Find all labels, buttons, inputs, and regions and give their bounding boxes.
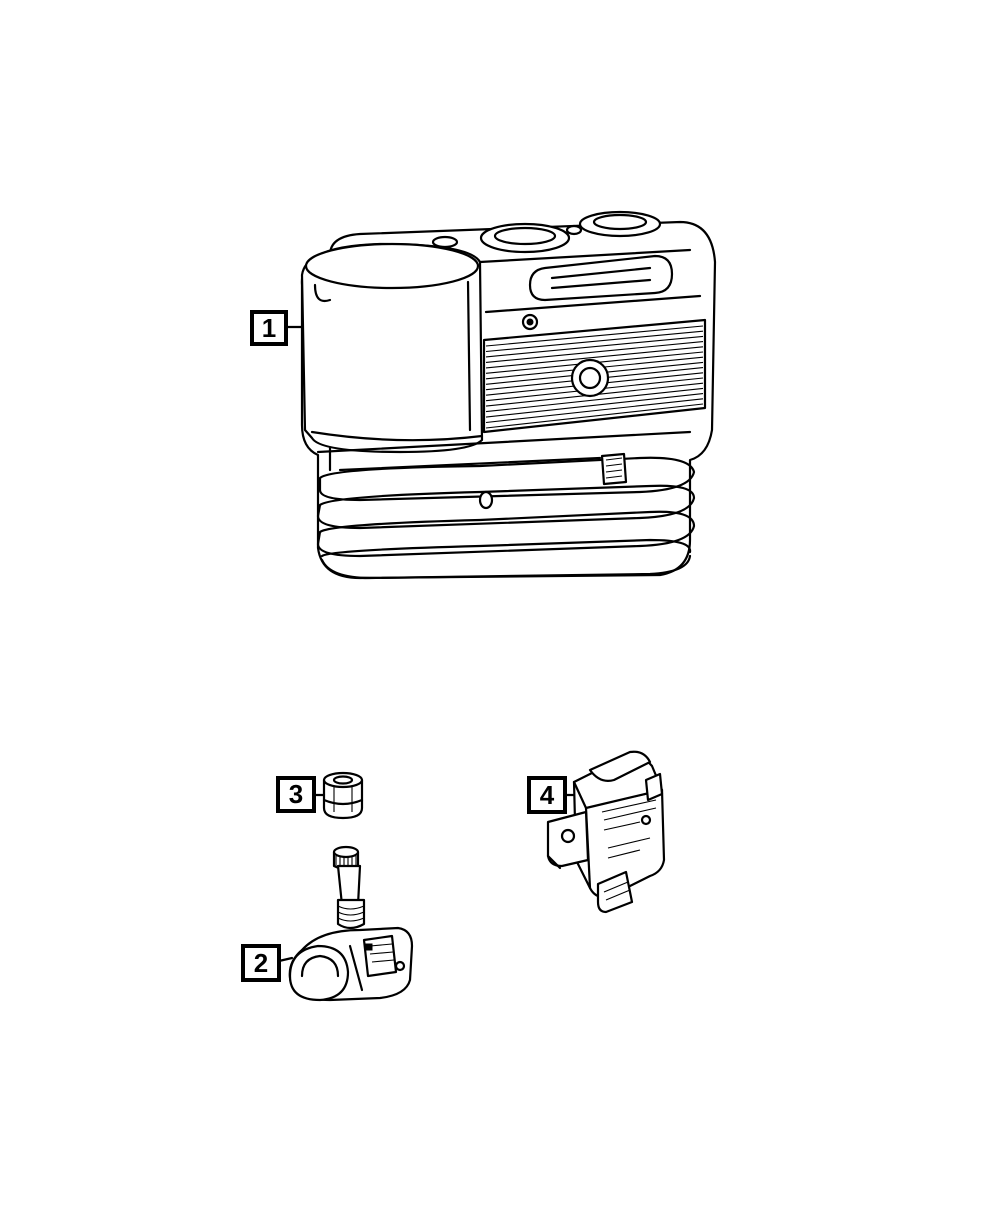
callout-4-label: 4 [539, 779, 555, 810]
callout-4: 4 [527, 776, 567, 814]
callout-2-label: 2 [253, 947, 269, 978]
leader-line-2 [277, 956, 294, 963]
callout-3: 3 [276, 776, 316, 813]
tpms-module-illustration [546, 750, 666, 914]
callout-3-label: 3 [288, 779, 304, 809]
valve-cap-illustration [322, 771, 364, 820]
air-compressor-illustration [300, 210, 717, 580]
callout-1-label: 1 [261, 312, 277, 343]
tpms-sensor-illustration [288, 845, 414, 1002]
callout-2: 2 [241, 944, 281, 982]
callout-1: 1 [250, 310, 288, 346]
